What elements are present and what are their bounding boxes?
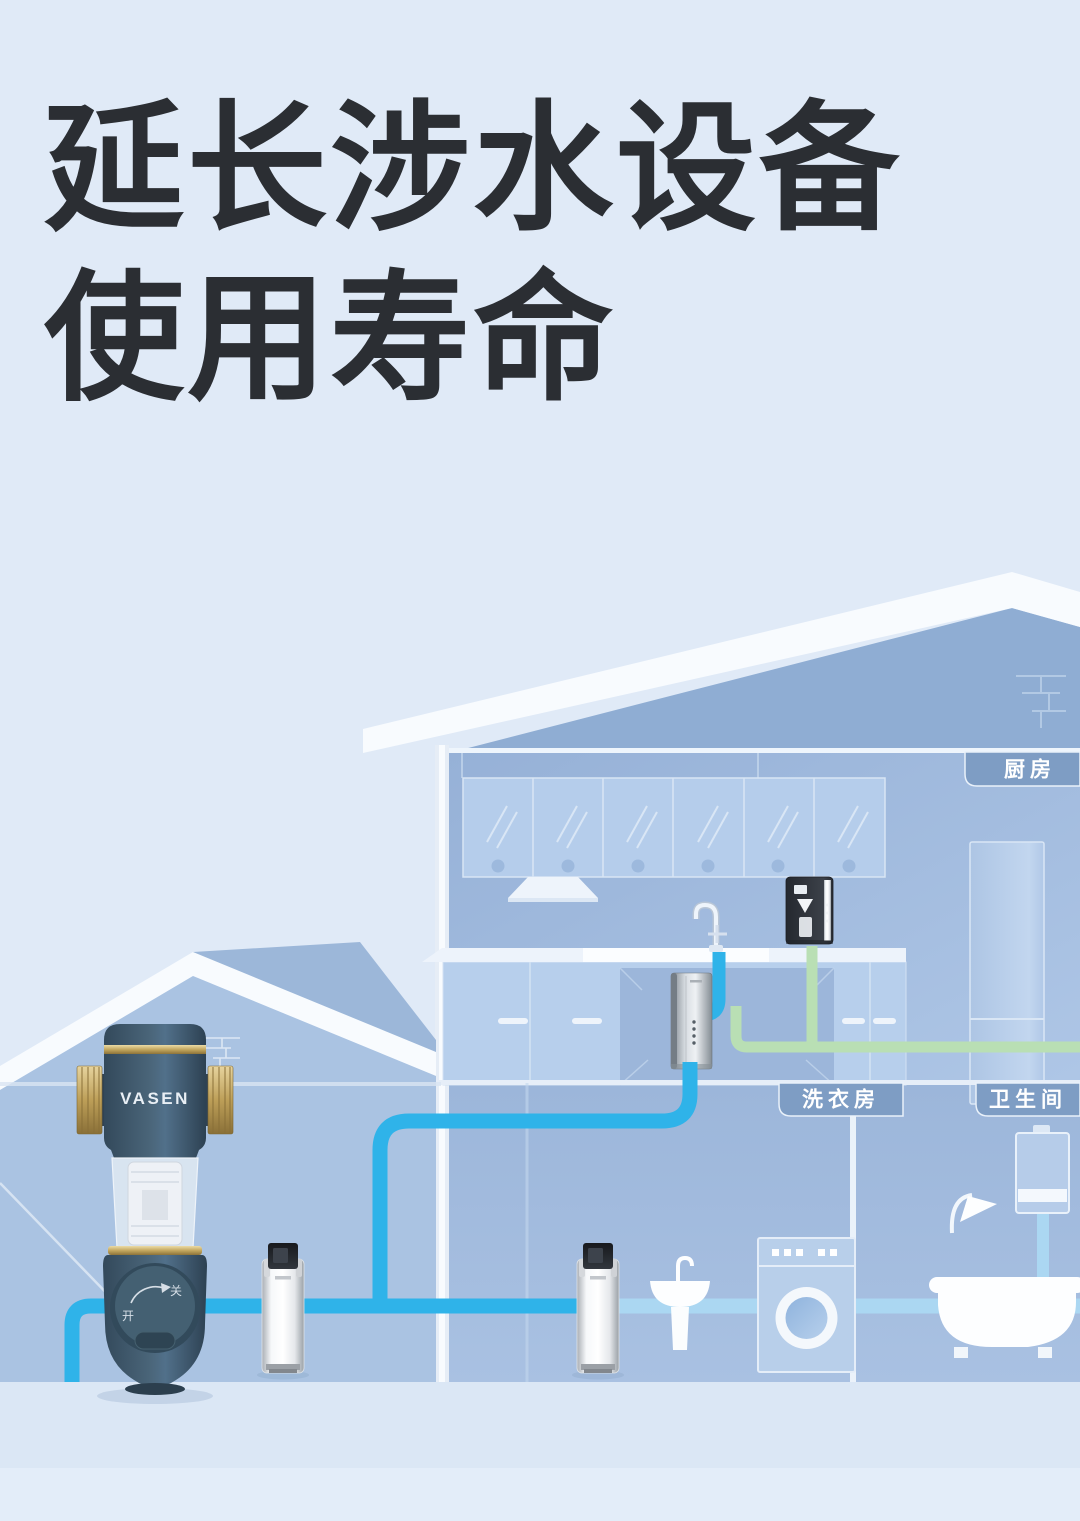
laundry-badge <box>778 1082 904 1117</box>
house-corner-highlight <box>439 745 445 1382</box>
roof <box>363 572 1080 753</box>
kitchen-badge <box>964 751 1080 787</box>
wall-cabinets <box>462 777 886 878</box>
filter-chamber <box>111 1157 199 1249</box>
left-house-roof-left <box>0 952 193 1090</box>
cabinet-handle <box>842 1018 865 1024</box>
brand-logo: VASEN <box>120 1089 190 1108</box>
gold-band <box>104 1045 206 1054</box>
washing-machine-icon <box>757 1237 856 1373</box>
ceiling-line <box>441 748 1080 753</box>
sink-top <box>583 948 769 962</box>
knob-close-label: 关 <box>170 1284 182 1298</box>
cold-water-pipe-main <box>64 1062 698 1386</box>
kitchen-faucet-icon <box>692 901 727 952</box>
range-hood-rim <box>508 898 598 902</box>
flush-knob: 关 开 <box>110 1263 200 1353</box>
product-head <box>104 1024 206 1158</box>
floor-band <box>0 1382 1080 1468</box>
kitchen <box>422 777 1080 1105</box>
cabinet-knobs <box>491 859 856 873</box>
bathroom-wall-line <box>850 1083 856 1382</box>
knob-open-label: 开 <box>122 1309 134 1323</box>
kitchen-label: 厨房 <box>1004 758 1056 782</box>
title-line-1: 延长涉水设备 <box>44 90 903 247</box>
bathtub-icon <box>929 1277 1080 1358</box>
purified-water-pipe <box>730 946 1080 1053</box>
pedestal-sink-icon <box>650 1255 710 1350</box>
shadow <box>97 1388 213 1404</box>
laundry-label: 洗衣房 <box>802 1088 880 1112</box>
brick-icon <box>1016 675 1066 728</box>
water-heater <box>576 1242 620 1374</box>
gold-band <box>108 1246 202 1255</box>
title-line-2: 使用寿命 <box>44 260 617 417</box>
left-house-roof-right <box>193 952 436 1076</box>
page-title: 延长涉水设备 使用寿命 <box>44 84 902 424</box>
prefilter-product: VASEN 关 开 <box>76 1024 234 1395</box>
room-badges: 厨房 洗衣房 卫生间 <box>778 751 1080 1117</box>
wall-tank-icon <box>1015 1125 1070 1214</box>
brick-icon <box>205 1037 240 1068</box>
cabinet-handle <box>873 1018 896 1024</box>
shower-icon <box>949 1193 997 1234</box>
floor-band-lower <box>0 1468 1080 1521</box>
fridge <box>969 841 1045 1105</box>
cabinet-handle <box>498 1018 528 1024</box>
water-dispenser-icon <box>785 876 834 945</box>
kitchen-counter <box>422 948 907 1086</box>
cabinet-handle <box>572 1018 602 1024</box>
water-heater <box>261 1242 305 1374</box>
under-sink-filter <box>670 972 713 1070</box>
floor-divider-line <box>0 1080 1080 1085</box>
sink-cabinet-recess <box>620 968 834 1085</box>
bathroom-badge <box>975 1082 1080 1117</box>
bathroom-label: 卫生间 <box>989 1088 1067 1112</box>
range-hood-icon <box>508 877 598 898</box>
